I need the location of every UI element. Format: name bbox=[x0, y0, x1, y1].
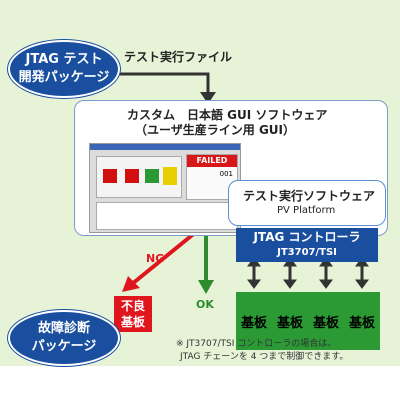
jtag-package-line1: JTAG テスト bbox=[25, 52, 103, 67]
jtag-test-package-oval: JTAG テスト 開発パッケージ bbox=[8, 40, 120, 98]
gui-log-area bbox=[96, 202, 238, 230]
gui-screenshot: FAILED 001 bbox=[89, 143, 241, 233]
controller-title: JTAG コントローラ bbox=[253, 230, 361, 244]
board-4: 基板 bbox=[344, 292, 380, 350]
controller-note-line1: ※ JT3707/TSI コントローラの場合は、 bbox=[176, 339, 337, 349]
defective-line1: 不良 bbox=[120, 299, 145, 313]
board-1: 基板 bbox=[236, 292, 272, 350]
test-software-box: テスト実行ソフトウェア PV Platform bbox=[228, 180, 386, 226]
gui-status-red-2 bbox=[125, 169, 139, 183]
test-software-subtitle: PV Platform bbox=[277, 205, 336, 216]
ok-label: OK bbox=[196, 298, 214, 311]
defective-board: 不良 基板 bbox=[114, 296, 152, 332]
ng-label: NG bbox=[146, 252, 165, 265]
diagnosis-line2: パッケージ bbox=[31, 339, 97, 354]
gui-counter: 001 bbox=[219, 170, 233, 178]
board-link-arrows bbox=[247, 257, 369, 289]
gui-title-bar bbox=[90, 144, 240, 150]
defective-line2: 基板 bbox=[120, 315, 145, 329]
jtag-package-line2: 開発パッケージ bbox=[18, 70, 110, 85]
ng-arrow bbox=[130, 230, 198, 286]
board-3: 基板 bbox=[308, 292, 344, 350]
controller-note-line2: JTAG チェーンを 4 つまで制御できます。 bbox=[180, 352, 349, 362]
controller-model: JT3707/TSI bbox=[277, 247, 337, 258]
diagnosis-line1: 故障診断 bbox=[37, 321, 90, 336]
custom-gui-subtitle: （ユーザ生産ライン用 GUI） bbox=[135, 123, 295, 137]
fault-diagnosis-package-oval: 故障診断 パッケージ bbox=[8, 310, 120, 366]
test-file-label: テスト実行ファイル bbox=[124, 50, 233, 64]
board-2: 基板 bbox=[272, 292, 308, 350]
gui-status-yellow bbox=[163, 167, 177, 185]
gui-status-green bbox=[145, 169, 159, 183]
jtag-controller-block: JTAG コントローラ JT3707/TSI bbox=[236, 228, 378, 262]
test-software-title: テスト実行ソフトウェア bbox=[243, 189, 376, 203]
custom-gui-title: カスタム 日本語 GUI ソフトウェア bbox=[127, 108, 328, 122]
gui-failed-banner: FAILED bbox=[187, 155, 237, 167]
test-file-arrow bbox=[118, 72, 210, 94]
gui-status-panel bbox=[96, 156, 182, 198]
gui-status-red bbox=[103, 169, 117, 183]
